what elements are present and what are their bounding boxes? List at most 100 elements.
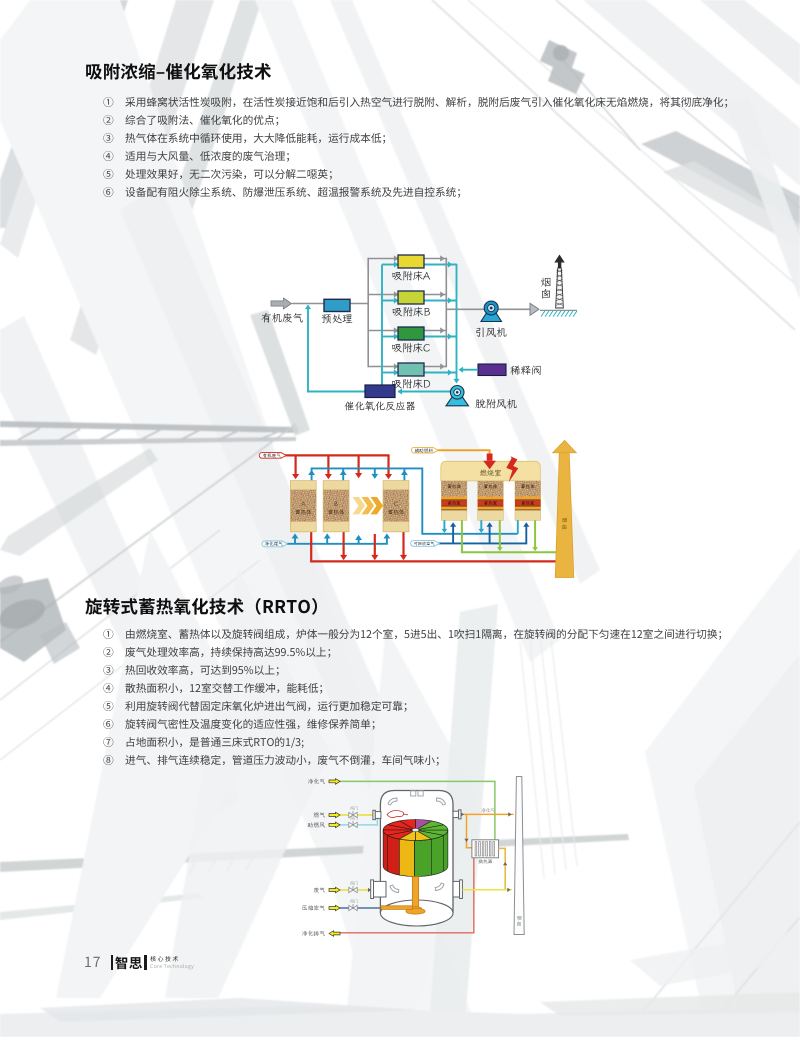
chimney2-icon — [551, 439, 578, 578]
flow-arrow-icon — [328, 886, 341, 894]
shape — [399, 838, 415, 877]
arrowhead-icon — [464, 838, 469, 842]
arrowhead-icon — [393, 291, 399, 298]
shape — [56, 530, 260, 998]
shape — [477, 500, 504, 506]
arrowhead-icon — [393, 369, 399, 376]
shape — [0, 575, 24, 595]
arrowhead-icon — [355, 473, 363, 479]
item-number: ③ — [103, 662, 114, 678]
shape — [556, 279, 563, 282]
shape — [0, 529, 221, 701]
arrowhead-icon — [440, 255, 445, 262]
arrowhead-icon — [453, 378, 460, 384]
shape — [481, 841, 485, 857]
item-number: ① — [103, 94, 114, 110]
shape — [417, 790, 424, 797]
shape — [477, 499, 504, 501]
diagram-label: 吸附床C — [392, 341, 431, 355]
valve-icon: 阀门 — [348, 815, 358, 829]
arrowhead-icon — [450, 522, 457, 527]
shape — [452, 880, 461, 898]
shape — [328, 930, 341, 937]
adsorption-bed-box — [397, 326, 425, 341]
item-text: 综合了吸附法、催化氧化的优点； — [125, 112, 286, 128]
arrowhead-icon — [460, 812, 464, 817]
shape — [478, 841, 481, 857]
item-text: 利用旋转阀代替固定床氧化炉进出气阀，运行更加稳定可靠； — [125, 698, 414, 714]
diagram-label: 净化排气 — [302, 930, 325, 938]
shape — [373, 880, 387, 898]
shape — [441, 505, 467, 507]
diagram-label: 蓄热体 — [521, 483, 535, 490]
shape — [515, 505, 541, 507]
shape — [441, 499, 467, 501]
burner-icon — [386, 810, 409, 818]
shape — [352, 821, 358, 829]
arrowhead-icon — [447, 333, 453, 340]
shape — [556, 310, 562, 317]
shape — [556, 293, 563, 297]
flow-arrow-icon — [328, 777, 341, 785]
flow-tag: 可回收空气 — [410, 540, 441, 547]
shape — [348, 886, 354, 894]
shape — [380, 905, 413, 910]
diagram-label: 净化气 — [481, 807, 495, 814]
diagram-label: 废气 — [313, 886, 325, 894]
shape — [387, 797, 398, 806]
shape — [0, 448, 158, 556]
item-text: 由燃烧室、蓄热体以及旋转阀组成，炉体一般分为12个室，5进5出、1吹扫1隔离，在… — [125, 626, 729, 642]
item-text: 进气、排气连续稳定，管道压力波动小，废气不倒灌，车间气味小； — [125, 752, 446, 768]
arrowhead-icon — [371, 554, 379, 561]
desorption-fan-icon — [444, 384, 470, 407]
item-text: 废气处理效率高，持续保持高达99.5%以上； — [125, 644, 338, 660]
page-footer: 17 智思 核心技术 Core Technology — [84, 953, 194, 973]
diagram-label: 有机废气 — [261, 311, 303, 325]
shape — [428, 604, 498, 1037]
diagram-label: 蓄热体 — [484, 483, 498, 490]
valve-icon: 阀门 — [348, 881, 358, 894]
shape — [515, 480, 541, 497]
diagram-label: 吸附床A — [392, 269, 431, 283]
shape — [348, 821, 354, 829]
shape — [519, 641, 545, 879]
diagram-label: 催化氧化反应器 — [344, 399, 415, 413]
shape — [382, 489, 410, 522]
arrowhead-icon — [383, 533, 391, 539]
shape — [452, 810, 460, 819]
shape — [410, 540, 441, 547]
catalytic-reactor-box — [364, 384, 396, 399]
shape — [411, 828, 420, 832]
stack-tower-icon — [554, 254, 565, 309]
diagram-label: 蓄热室 — [448, 501, 462, 507]
diagram-label: 阀门 — [350, 806, 358, 812]
adsorption-bed-box — [397, 290, 425, 305]
shape — [488, 841, 492, 857]
shape — [700, 0, 800, 86]
arrowhead-icon — [292, 474, 300, 480]
arrowhead-icon — [497, 547, 503, 552]
diagram-label: C — [394, 500, 399, 508]
diagram-label: B — [333, 500, 338, 508]
shape — [539, 633, 567, 871]
shape — [477, 496, 504, 500]
item-number: ③ — [103, 130, 114, 146]
shape — [544, 310, 550, 317]
shape — [441, 506, 467, 510]
shape — [477, 506, 504, 510]
diagram-label: 蓄热体 — [447, 483, 461, 490]
shape — [434, 882, 445, 891]
flow-arrow-icon — [328, 821, 341, 829]
shape — [330, 0, 600, 584]
shape — [556, 274, 563, 278]
shape — [556, 283, 563, 287]
shape — [459, 879, 463, 900]
